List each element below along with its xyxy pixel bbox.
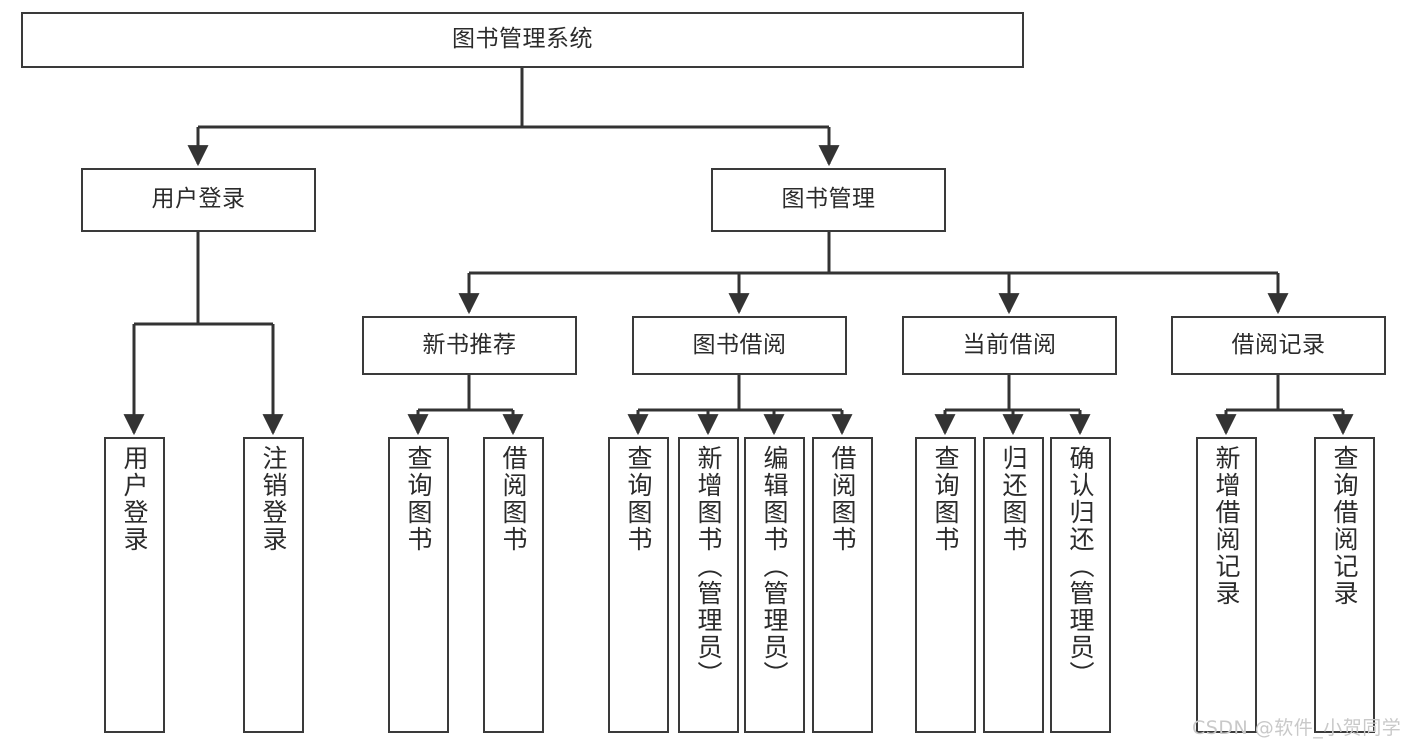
leaf-logout-label: 注销登录 <box>259 445 288 553</box>
node-book-management[interactable]: 图书管理 <box>711 168 946 232</box>
node-borrow-record[interactable]: 借阅记录 <box>1171 316 1386 375</box>
leaf-search-books-label: 查询图书 <box>624 445 653 553</box>
watermark: CSDN @软件_小贺同学 <box>1192 717 1402 739</box>
leaf-user-login[interactable]: 用户登录 <box>104 437 165 733</box>
node-borrow-record-label: 借阅记录 <box>1231 331 1326 358</box>
node-new-book-recommend-label: 新书推荐 <box>422 331 517 358</box>
leaf-confirm-return-admin-label: 确认归还（管理员） <box>1066 445 1095 688</box>
leaf-borrow-books[interactable]: 借阅图书 <box>812 437 873 733</box>
leaf-borrow-books-new[interactable]: 借阅图书 <box>483 437 544 733</box>
leaf-return-books[interactable]: 归还图书 <box>983 437 1044 733</box>
leaf-add-book-admin-label: 新增图书（管理员） <box>694 445 723 688</box>
node-root[interactable]: 图书管理系统 <box>21 12 1024 68</box>
node-current-borrow-label: 当前借阅 <box>962 331 1057 358</box>
node-root-label: 图书管理系统 <box>452 26 593 53</box>
leaf-logout[interactable]: 注销登录 <box>243 437 304 733</box>
node-book-management-label: 图书管理 <box>781 186 876 213</box>
leaf-search-books-current[interactable]: 查询图书 <box>915 437 976 733</box>
leaf-add-borrow-record-label: 新增借阅记录 <box>1212 445 1241 607</box>
leaf-search-books[interactable]: 查询图书 <box>608 437 669 733</box>
leaf-add-borrow-record[interactable]: 新增借阅记录 <box>1196 437 1257 733</box>
leaf-search-borrow-record[interactable]: 查询借阅记录 <box>1314 437 1375 733</box>
leaf-search-borrow-record-label: 查询借阅记录 <box>1330 445 1359 607</box>
leaf-borrow-books-new-label: 借阅图书 <box>499 445 528 553</box>
leaf-confirm-return-admin[interactable]: 确认归还（管理员） <box>1050 437 1111 733</box>
leaf-search-books-current-label: 查询图书 <box>931 445 960 553</box>
leaf-add-book-admin[interactable]: 新增图书（管理员） <box>678 437 739 733</box>
leaf-user-login-label: 用户登录 <box>120 445 149 553</box>
leaf-borrow-books-label: 借阅图书 <box>828 445 857 553</box>
node-user-login-label: 用户登录 <box>151 186 246 213</box>
leaf-return-books-label: 归还图书 <box>999 445 1028 553</box>
leaf-search-books-new[interactable]: 查询图书 <box>388 437 449 733</box>
node-current-borrow[interactable]: 当前借阅 <box>902 316 1117 375</box>
leaf-edit-book-admin-label: 编辑图书（管理员） <box>760 445 789 688</box>
node-book-borrow-label: 图书借阅 <box>692 331 787 358</box>
node-book-borrow[interactable]: 图书借阅 <box>632 316 847 375</box>
leaf-edit-book-admin[interactable]: 编辑图书（管理员） <box>744 437 805 733</box>
node-new-book-recommend[interactable]: 新书推荐 <box>362 316 577 375</box>
node-user-login[interactable]: 用户登录 <box>81 168 316 232</box>
leaf-search-books-new-label: 查询图书 <box>404 445 433 553</box>
